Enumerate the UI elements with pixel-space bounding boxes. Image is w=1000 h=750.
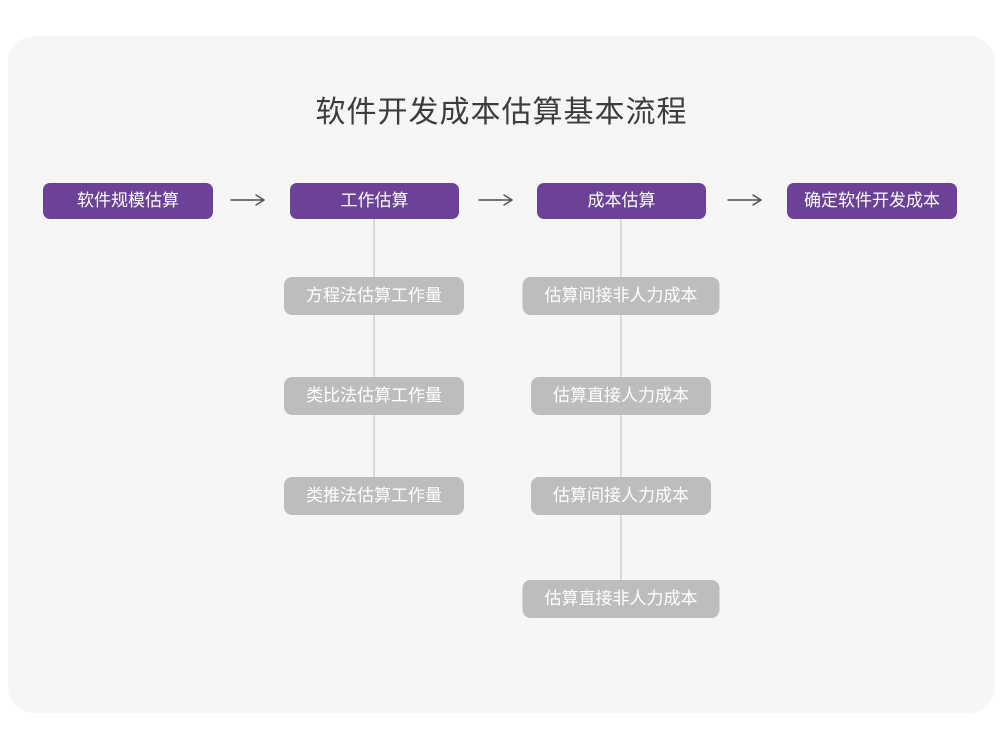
- right-arrow-icon: [478, 192, 516, 208]
- right-arrow-icon: [727, 192, 765, 208]
- diagram-title: 软件开发成本估算基本流程: [315, 96, 688, 129]
- sub-node-extrapolation-method: 类推法估算工作量: [284, 477, 464, 515]
- sub-node-indirect-labor-cost: 估算间接人力成本: [531, 477, 711, 515]
- sub-node-indirect-non-labor-cost: 估算间接非人力成本: [522, 277, 720, 315]
- sub-node-direct-labor-cost: 估算直接人力成本: [531, 377, 711, 415]
- connector-line-work-estimation: [373, 219, 375, 481]
- stage-node-cost-estimation: 成本估算: [537, 183, 706, 219]
- canvas-card: 软件开发成本估算基本流程 软件规模估算 工作估算 成本估算 确定软件开发成本 方…: [8, 36, 995, 713]
- sub-node-analogy-method: 类比法估算工作量: [284, 377, 464, 415]
- sub-node-equation-method: 方程法估算工作量: [284, 277, 464, 315]
- right-arrow-icon: [230, 192, 268, 208]
- stage-node-work-estimation: 工作估算: [290, 183, 459, 219]
- stage-node-determine-development-cost: 确定软件开发成本: [787, 183, 957, 219]
- stage-node-software-scale-estimation: 软件规模估算: [43, 183, 213, 219]
- sub-node-direct-non-labor-cost: 估算直接非人力成本: [522, 580, 720, 618]
